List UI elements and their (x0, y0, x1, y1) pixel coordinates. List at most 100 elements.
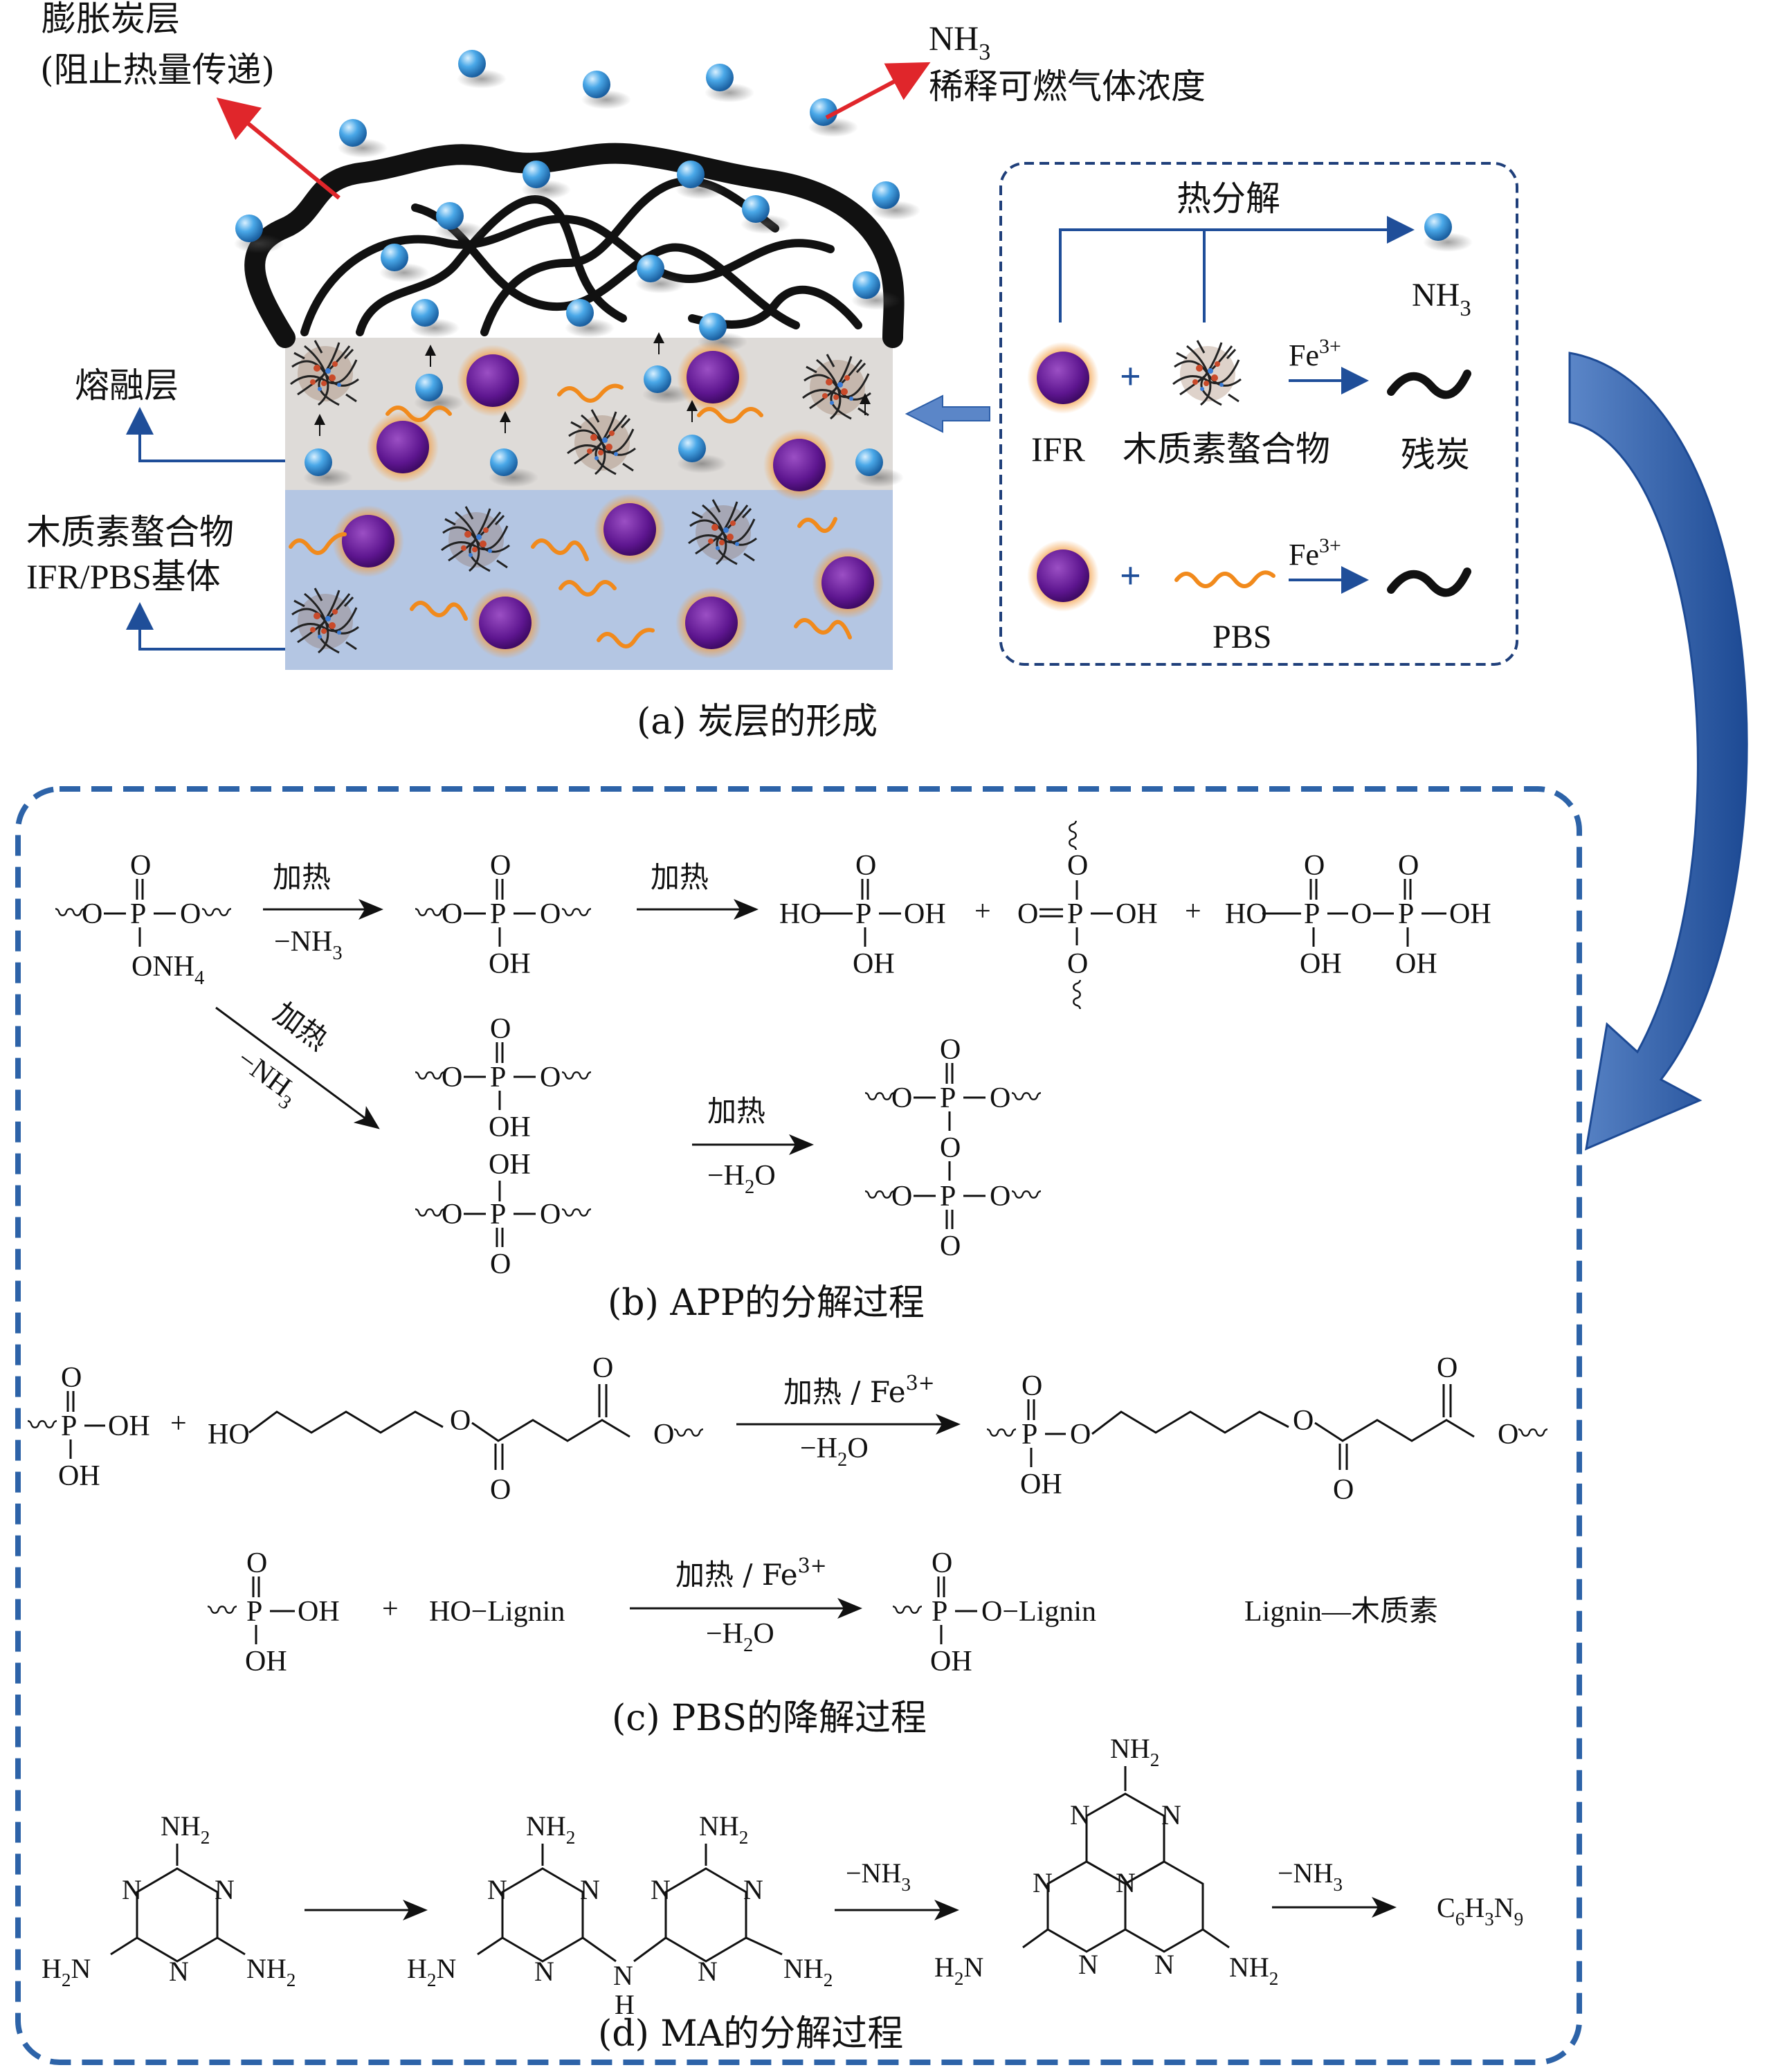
atom-n: N (651, 1874, 671, 1905)
box-ifr-particle-2 (1027, 540, 1099, 612)
nh2-group: NH2 (783, 1953, 833, 1990)
atom-o: O (1398, 850, 1419, 882)
box-nh3-label: NH3 (1412, 277, 1471, 321)
nh2-group: NH2 (161, 1810, 210, 1848)
o-lignin-label: O−Lignin (981, 1596, 1096, 1628)
atom-oh: OH (58, 1460, 100, 1492)
atom-o: O (1437, 1352, 1457, 1384)
box-chelate (1172, 339, 1242, 406)
wavy-bond: 〰 (562, 898, 591, 930)
minus-h2o-label: −H2O (707, 1160, 776, 1198)
atom-oh: OH (853, 948, 895, 980)
wavy-bond: 〰 (202, 898, 231, 930)
minus-nh3-label: −NH3 (846, 1857, 911, 1895)
atom-o: O (540, 1062, 561, 1093)
pyrolysis-connector (1059, 216, 1415, 322)
atom-h: H (615, 1989, 635, 2020)
box-ifr-particle-1 (1027, 342, 1099, 414)
wavy-bond: 〰 (55, 898, 84, 930)
char-layer-label-2: (阻止热量传递) (40, 50, 275, 90)
box-pbs-chain (1174, 570, 1275, 588)
matrix-label-1: 木质素螯合物 (26, 512, 234, 552)
wavy-bond: 〰 (893, 1596, 922, 1628)
melt-layer-label: 熔融层 (75, 365, 179, 406)
atom-oh: OH (108, 1410, 150, 1442)
atom-o: O (940, 1034, 961, 1066)
atom-p: P (932, 1596, 947, 1628)
reaction-arrow-b3 (215, 1006, 380, 1129)
wavy-bond: 〰 (987, 1419, 1016, 1451)
wavy-bond: 〰 (415, 898, 444, 930)
onh4-group: ONH4 (131, 951, 204, 989)
atom-p: P (940, 1082, 956, 1114)
panel-a: 膨胀炭层 (阻止热量传递) NH3 稀释可燃气体浓度 熔融层 木质素螯合物 IF… (26, 0, 1518, 743)
atom-oh: OH (1116, 898, 1158, 930)
atom-n: N (1033, 1867, 1053, 1898)
plus-sign: + (1185, 896, 1201, 927)
atom-n: N (1078, 1949, 1098, 1980)
atom-n: N (613, 1960, 633, 1991)
atom-n: N (1154, 1949, 1174, 1980)
atom-o: O (540, 1199, 561, 1230)
pyrophosphoric-acid: HO P O P OH O OH O OH (1225, 850, 1491, 980)
atom-n: N (698, 1956, 718, 1987)
atom-n: N (487, 1874, 507, 1905)
atom-p: P (130, 898, 146, 930)
atom-o: O (130, 850, 151, 882)
c-phosphate-reactant: 〰 P OH O OH (28, 1362, 150, 1492)
melamine: NH2 N N N H2N NH2 (42, 1810, 296, 1990)
wavy-bond: 〰 (865, 1181, 894, 1212)
atom-p: P (246, 1596, 262, 1628)
atom-ho: HO (779, 898, 821, 930)
wavy-bond: 〰 (1012, 1181, 1041, 1212)
atom-p: P (1067, 898, 1083, 930)
atom-n: N (1161, 1799, 1181, 1830)
atom-o: O (490, 1248, 511, 1280)
panel-b-caption: (b) APP的分解过程 (608, 1282, 925, 1324)
atom-n: N (169, 1956, 189, 1987)
pbs-label: PBS (1213, 619, 1271, 655)
curved-transition-arrow (1568, 352, 1748, 1151)
wavy-bond: 〰 (562, 1199, 591, 1230)
pyrolysis-box (999, 162, 1518, 666)
matrix-connector (126, 602, 285, 651)
atom-oh: OH (904, 898, 946, 930)
atom-o: O (990, 1082, 1010, 1114)
atom-oh: OH (1449, 898, 1491, 930)
atom-n: N (1116, 1867, 1136, 1898)
plus-sign: + (974, 896, 991, 927)
atom-n: N (1070, 1799, 1090, 1830)
heat-label: 加热 (273, 860, 331, 894)
char-layer-red-arrow (216, 98, 340, 200)
c-lignin-product: 〰 P O−Lignin O OH (893, 1547, 1096, 1678)
wavy-bond: 〰 (208, 1596, 237, 1628)
h2n-group: H2N (42, 1953, 91, 1990)
c-ester-product: 〰 P O O OH O O O O 〰 (987, 1352, 1547, 1506)
atom-o: O (1333, 1474, 1354, 1506)
app-condensed-product: 〰 O P O 〰 O O 〰 O P O 〰 O (865, 1034, 1041, 1262)
h2n-group: H2N (407, 1953, 456, 1990)
minus-h2o-label: −H2O (706, 1618, 774, 1656)
atom-o: O (1017, 898, 1038, 930)
atom-o: O (855, 850, 876, 882)
heat-label: 加热 (651, 860, 709, 894)
c-phosphate-reactant-2: 〰 P OH O OH (208, 1547, 340, 1678)
wavy-bond: 〰 (28, 1410, 57, 1442)
atom-p: P (1021, 1419, 1037, 1451)
app-intermediate-1: 〰 O P O 〰 O OH (415, 850, 591, 980)
panel-c-caption: (c) PBS的降解过程 (612, 1698, 927, 1739)
atom-o: O (490, 1474, 511, 1506)
atom-n: N (743, 1874, 763, 1905)
ho-lignin-label: HO−Lignin (429, 1596, 565, 1628)
atom-ho: HO (208, 1419, 250, 1451)
atom-o: O (891, 1181, 912, 1212)
char-layer-label-1: 膨胀炭层 (42, 0, 180, 39)
atom-n: N (580, 1874, 600, 1905)
atom-oh: OH (1395, 948, 1437, 980)
atom-o: O (450, 1405, 471, 1437)
atom-o: O (1498, 1419, 1518, 1451)
atom-p: P (1398, 898, 1414, 930)
residual-char-label: 残炭 (1401, 435, 1470, 475)
atom-oh: OH (1020, 1469, 1062, 1500)
nh2-group: NH2 (699, 1810, 748, 1848)
